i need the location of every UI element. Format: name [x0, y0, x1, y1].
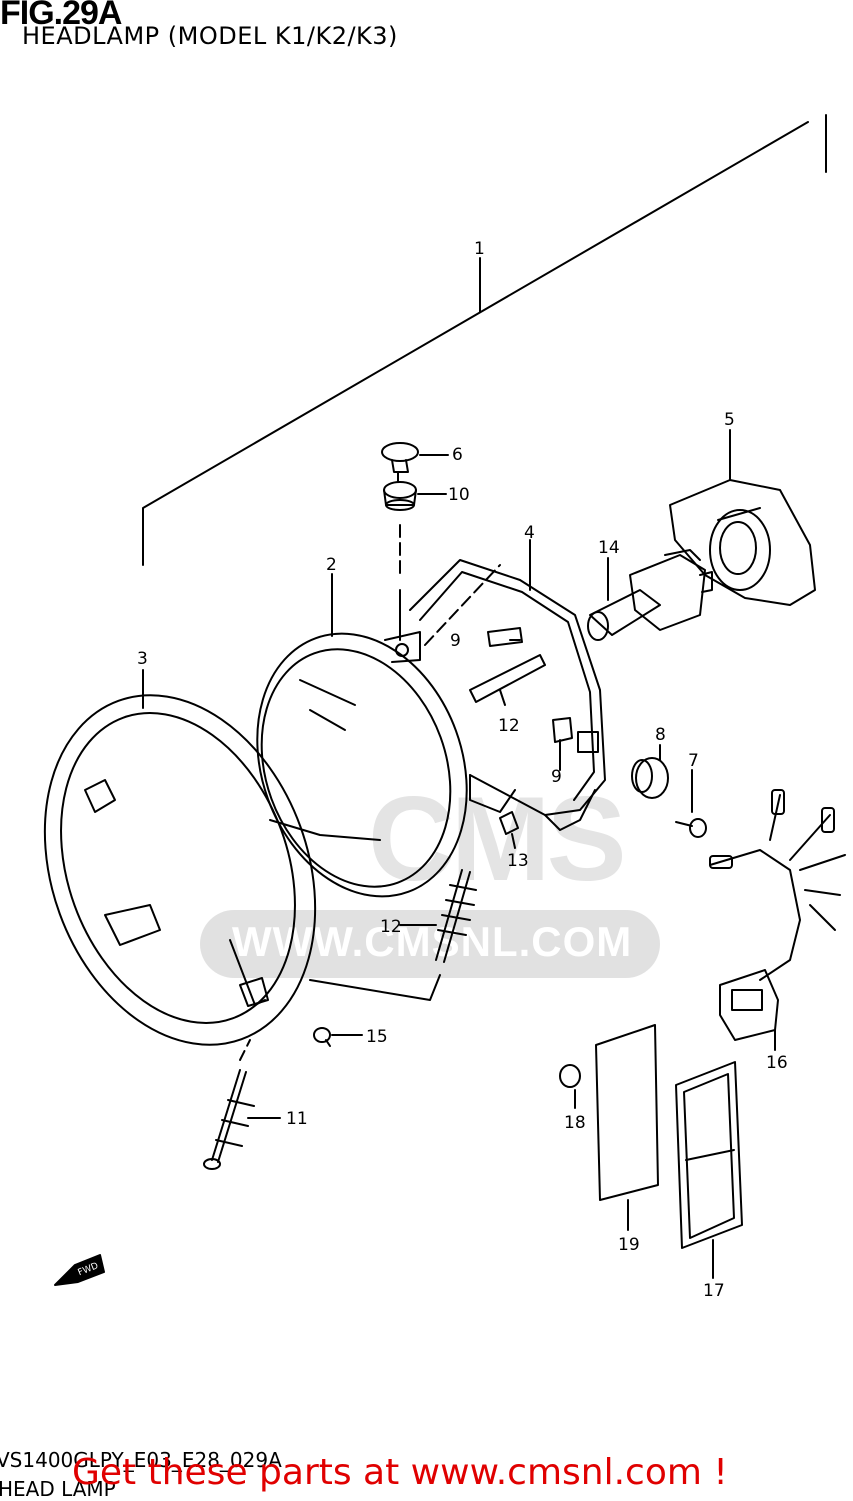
clip-nut: [499, 811, 519, 835]
watermark-banner: [200, 910, 660, 978]
callout-3: 3: [137, 649, 148, 669]
callout-9a: 9: [450, 631, 461, 651]
small-screw: [313, 1027, 331, 1047]
callout-7: 7: [688, 751, 699, 771]
guide-line-housing: [424, 564, 501, 646]
fwd-arrow-icon: [54, 1254, 105, 1286]
callout-17: 17: [703, 1281, 725, 1301]
callout-6: 6: [452, 445, 463, 465]
adjusting-screw: [203, 1069, 255, 1170]
callout-5: 5: [724, 410, 735, 430]
callout-9b: 9: [551, 767, 562, 787]
callout-15: 15: [366, 1027, 388, 1047]
callout-1: 1: [474, 239, 485, 259]
screw-top: [381, 442, 419, 483]
callout-12a: 12: [498, 716, 520, 736]
callout-13: 13: [507, 851, 529, 871]
callout-10: 10: [448, 485, 470, 505]
headlamp-rim: [43, 694, 317, 1046]
promo-link[interactable]: Get these parts at www.cmsnl.com !: [72, 1452, 728, 1493]
guide-line-spring: [309, 974, 441, 1001]
headlamp-bulb: [587, 549, 713, 641]
callout-11: 11: [286, 1109, 308, 1129]
rubber-cover: [669, 479, 816, 606]
adjusting-spring: [435, 869, 477, 963]
nut: [559, 1064, 581, 1088]
screw-side: [675, 818, 707, 838]
lens-cover: [675, 1061, 743, 1249]
figure-number: FIG.29A: [0, 0, 122, 32]
grommet-side: [631, 757, 669, 799]
callout-18: 18: [564, 1113, 586, 1133]
wiring-harness: [709, 789, 846, 1041]
reflector-plate: [595, 1024, 659, 1201]
callout-2: 2: [326, 555, 337, 575]
diagram-code: VS1400GLPY_E03_E28_029A: [0, 1448, 282, 1472]
assembly-bracket: [142, 114, 827, 566]
callout-14: 14: [598, 538, 620, 558]
callout-8: 8: [655, 725, 666, 745]
headlamp-unit: [256, 631, 468, 898]
callout-16: 16: [766, 1053, 788, 1073]
callout-4: 4: [524, 523, 535, 543]
watermark-letters: CMS: [368, 772, 627, 906]
callout-19: 19: [618, 1235, 640, 1255]
leader-lines: [142, 257, 776, 1279]
callout-numbers: 1 2 3 4 5 6 7 8 9 9 10 11 12 12 13 14 15…: [137, 239, 788, 1301]
grommet-top: [383, 481, 417, 511]
guide-line-screw: [239, 1039, 251, 1061]
diagram-name: HEAD LAMP: [0, 1477, 116, 1501]
figure-subtitle: HEADLAMP (MODEL K1/K2/K3): [22, 22, 398, 50]
callout-12b: 12: [380, 917, 402, 937]
headlamp-housing: [399, 559, 606, 831]
